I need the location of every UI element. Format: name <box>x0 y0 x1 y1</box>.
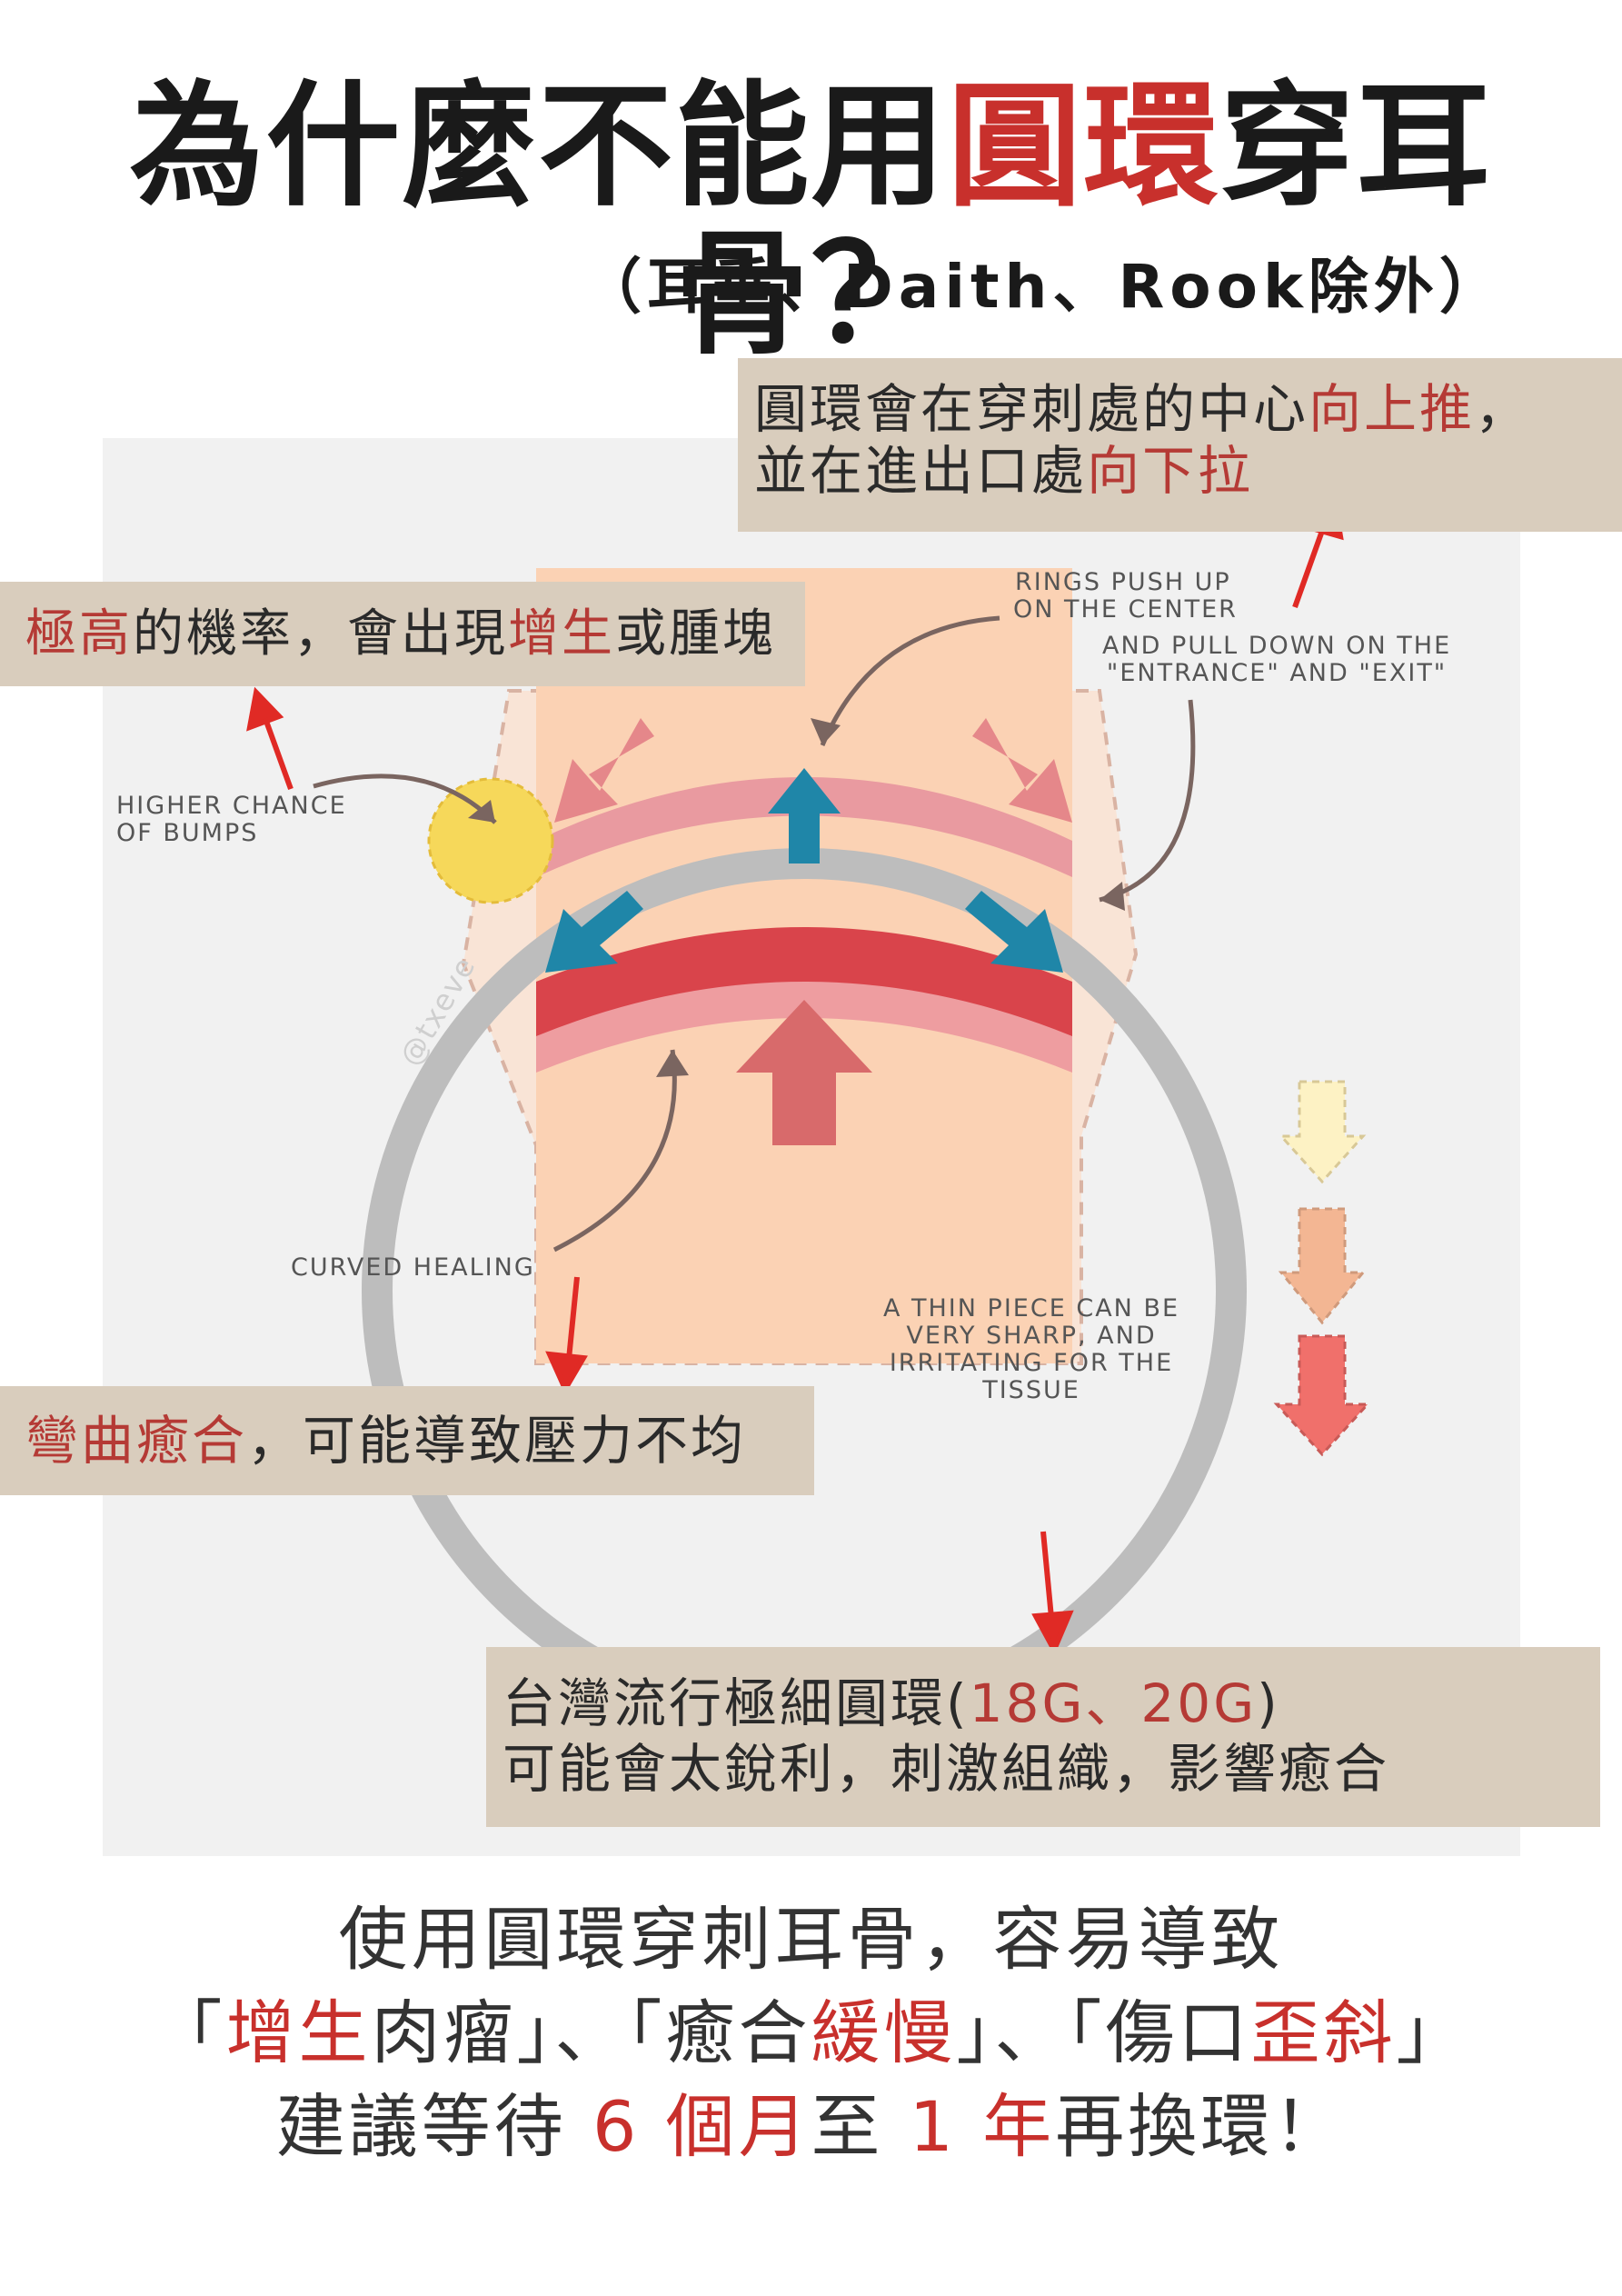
bump-circle <box>427 777 554 904</box>
label-thin-line4: TISSUE <box>982 1376 1080 1404</box>
summary-q2-a: 癒合 <box>665 1992 811 2073</box>
label-thin-line3: IRRITATING FOR THE <box>889 1349 1174 1377</box>
title-part1: 為什麼不能用 <box>129 68 948 225</box>
summary-q2-open: 「 <box>627 1992 666 2073</box>
summary-q2-red: 緩慢 <box>811 1992 957 2073</box>
down-arrow-yellow <box>1278 1080 1367 1184</box>
push-pull-text-d: 並在進出口處 <box>754 440 1088 502</box>
label-pull-down-line1: AND PULL DOWN ON THE <box>1102 632 1452 660</box>
summary-q2-close: 」 <box>956 1992 995 2073</box>
annotation-thin-line1: 台灣流行極細圓環(18G、20G) <box>503 1671 1600 1736</box>
summary-change-ring: 再換環！ <box>1055 2086 1347 2167</box>
annotation-curved-healing: 彎曲癒合，可能導致壓力不均 <box>0 1386 814 1495</box>
lower-tissue-arc-light <box>536 982 1072 1073</box>
push-pull-text-a: 圓環會在穿刺處的中心 <box>754 378 1309 440</box>
annotation-thin-ring: 台灣流行極細圓環(18G、20G) 可能會太銳利，刺激組織，影響癒合 <box>486 1647 1600 1827</box>
label-pull-down: AND PULL DOWN ON THE "ENTRANCE" AND "EXI… <box>1102 633 1451 687</box>
pointer-rings-push <box>820 615 1000 746</box>
upper-tissue-arc <box>536 777 1072 877</box>
pink-arrow-up <box>736 1000 872 1145</box>
page-title: 為什麼不能用圓環穿耳骨？ <box>0 73 1622 369</box>
title-part2: 穿耳骨？ <box>674 68 1493 373</box>
summary-q1-close: 」 <box>516 1992 555 2073</box>
summary-q3-open: 「 <box>1067 1992 1106 2073</box>
annotation-push-pull-line1: 圓環會在穿刺處的中心向上推， <box>754 378 1622 440</box>
label-curved: CURVED HEALING <box>291 1253 535 1282</box>
label-thin-line1: A THIN PIECE CAN BE <box>882 1294 1180 1323</box>
label-rings-push-up: RINGS PUSH UP ON THE CENTER <box>1013 569 1238 624</box>
summary-num-1: 1 <box>909 2086 958 2167</box>
curved-text-red: 彎曲癒合 <box>25 1410 248 1472</box>
summary-wait-text: 建議等待 <box>275 2086 567 2167</box>
summary-num-6: 6 <box>592 2086 641 2167</box>
pointer-bumps <box>313 774 497 824</box>
pointer-curved <box>552 1049 677 1253</box>
annotation-push-pull-line2: 並在進出口處向下拉 <box>754 440 1622 502</box>
summary-sep2: 、 <box>994 1992 1068 2073</box>
label-thin-line2: VERY SHARP, AND <box>906 1322 1157 1350</box>
summary-months: 個月 <box>665 2086 811 2167</box>
label-bumps: HIGHER CHANCE OF BUMPS <box>116 793 347 847</box>
push-pull-text-red1: 向上推 <box>1309 378 1476 440</box>
pointer-pull-down <box>1099 699 1196 903</box>
push-pull-text-c: ， <box>1475 378 1531 440</box>
down-arrow-red <box>1273 1334 1371 1457</box>
summary-sep1: 、 <box>554 1992 628 2073</box>
bumps-text-red1: 極高 <box>25 604 133 664</box>
summary-line2: 「增生肉瘤」、「癒合緩慢」、「傷口歪斜」 <box>0 1977 1622 2077</box>
summary-q3-red: 歪斜 <box>1250 1992 1397 2073</box>
summary-line1: 使用圓環穿刺耳骨，容易導致 <box>338 1899 1284 1980</box>
summary-year: 年 <box>982 2086 1056 2167</box>
bumps-text-d: 或腫塊 <box>615 604 776 664</box>
annotation-thin-line2: 可能會太銳利，刺激組織，影響癒合 <box>503 1738 1390 1800</box>
label-bumps-line1: HIGHER CHANCE <box>116 792 347 820</box>
thin-text-gauge: 18G、20G <box>969 1672 1258 1734</box>
blue-arrow-left <box>545 891 643 973</box>
pink-arrow-right <box>972 718 1072 823</box>
curved-text-b: ，可能導致壓力不均 <box>247 1410 747 1472</box>
pointer-arrows <box>313 615 1196 1253</box>
thin-text-a: 台灣流行極細圓環( <box>503 1672 970 1734</box>
blue-arrow-up <box>768 768 841 863</box>
label-rings-push-up-line2: ON THE CENTER <box>1013 595 1238 624</box>
label-bumps-line2: OF BUMPS <box>116 819 259 847</box>
label-pull-down-line2: "ENTRANCE" AND "EXIT" <box>1106 659 1448 687</box>
blue-arrow-right <box>965 891 1063 973</box>
pink-arrow-left <box>554 718 654 823</box>
summary-q1-red: 增生 <box>225 1992 372 2073</box>
page-subtitle: （耳垂、Daith、Rook除外） <box>582 252 1505 322</box>
bumps-text-b: 的機率，會出現 <box>133 604 508 664</box>
pointer-heads <box>468 718 1125 1077</box>
thin-text-c: ) <box>1257 1672 1280 1734</box>
summary-q1-open: 「 <box>153 1992 226 2073</box>
title-highlight: 圓環 <box>947 68 1220 225</box>
summary-to: 至 <box>811 2086 884 2167</box>
annotation-bumps: 極高的機率，會出現增生或腫塊 <box>0 582 805 686</box>
bumps-text-red2: 增生 <box>508 604 615 664</box>
annotation-push-pull: 圓環會在穿刺處的中心向上推， 並在進出口處向下拉 <box>738 358 1622 532</box>
down-arrow-peach <box>1278 1207 1367 1325</box>
label-thin: A THIN PIECE CAN BE VERY SHARP, AND IRRI… <box>868 1295 1195 1404</box>
label-rings-push-up-line1: RINGS PUSH UP <box>1015 568 1231 596</box>
push-pull-text-red2: 向下拉 <box>1087 440 1254 502</box>
summary-q1-rest: 肉瘤 <box>371 1992 517 2073</box>
summary-line3: 建議等待 6 個月至 1 年再換環！ <box>0 2071 1622 2171</box>
summary-q3-a: 傷口 <box>1105 1992 1251 2073</box>
summary-q3-close: 」 <box>1396 1992 1469 2073</box>
